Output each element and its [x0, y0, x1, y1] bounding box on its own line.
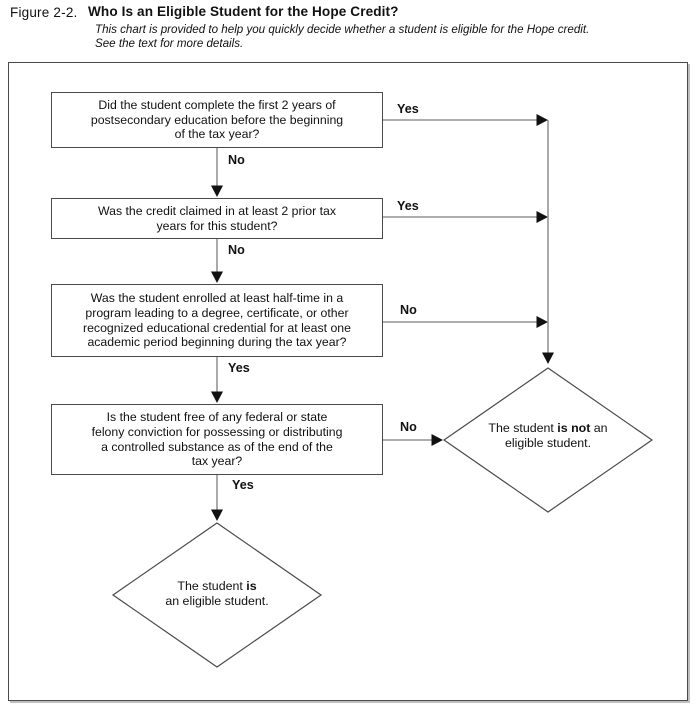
arrow-q1-down: [211, 148, 223, 197]
outcome-eligible-text: The student is an eligible student.: [127, 579, 307, 609]
arrow-q3-down: [211, 356, 223, 403]
outcome-text-segment: an: [590, 421, 608, 435]
arrow-q4-down: [211, 474, 223, 521]
question-text: Did the student complete the first 2 yea…: [90, 97, 344, 142]
outcome-text-line2: eligible student.: [504, 436, 592, 451]
question-box-credit-claimed: Was the credit claimed in at least 2 pri…: [51, 198, 383, 239]
question-text: Was the student enrolled at least half-t…: [83, 290, 351, 350]
branch-label-q3-yes: Yes: [228, 361, 250, 375]
arrow-q4-no-right: [382, 434, 443, 446]
question-box-completed-2-years: Did the student complete the first 2 yea…: [51, 92, 383, 148]
branch-label-q3-no: No: [400, 303, 417, 317]
branch-label-q1-yes: Yes: [397, 102, 419, 116]
question-text: Is the student free of any federal or st…: [91, 409, 343, 469]
outcome-text-segment: The student: [488, 421, 558, 435]
figure-subtitle: This chart is provided to help you quick…: [95, 23, 590, 51]
question-box-enrolled-half-time: Was the student enrolled at least half-t…: [51, 284, 383, 357]
branch-label-q4-no: No: [400, 420, 417, 434]
eligible-diamond: [111, 522, 323, 668]
outcome-text-bold: is: [246, 579, 257, 593]
branch-label-q2-yes: Yes: [397, 199, 419, 213]
branch-label-q4-yes: Yes: [232, 478, 254, 492]
outcome-text-segment: The student: [177, 579, 247, 593]
question-box-felony-conviction: Is the student free of any federal or st…: [51, 404, 383, 475]
arrow-q3-no-right: [382, 316, 548, 328]
figure-title: Who Is an Eligible Student for the Hope …: [88, 4, 399, 19]
arrow-q1-yes-right: [382, 114, 548, 126]
outcome-text-bold: is not: [557, 421, 591, 435]
figure-number-label: Figure 2-2.: [10, 5, 78, 20]
arrow-q2-yes-right: [382, 211, 548, 223]
outcome-text-line2: an eligible student.: [165, 594, 269, 609]
not-eligible-diamond: [442, 367, 654, 513]
arrow-q2-down: [211, 238, 223, 283]
outcome-not-eligible-text: The student is not an eligible student.: [458, 421, 638, 451]
question-text: Was the credit claimed in at least 2 pri…: [97, 203, 337, 233]
branch-label-q1-no: No: [228, 153, 245, 167]
branch-label-q2-no: No: [228, 243, 245, 257]
arrow-collector-down: [542, 120, 554, 364]
